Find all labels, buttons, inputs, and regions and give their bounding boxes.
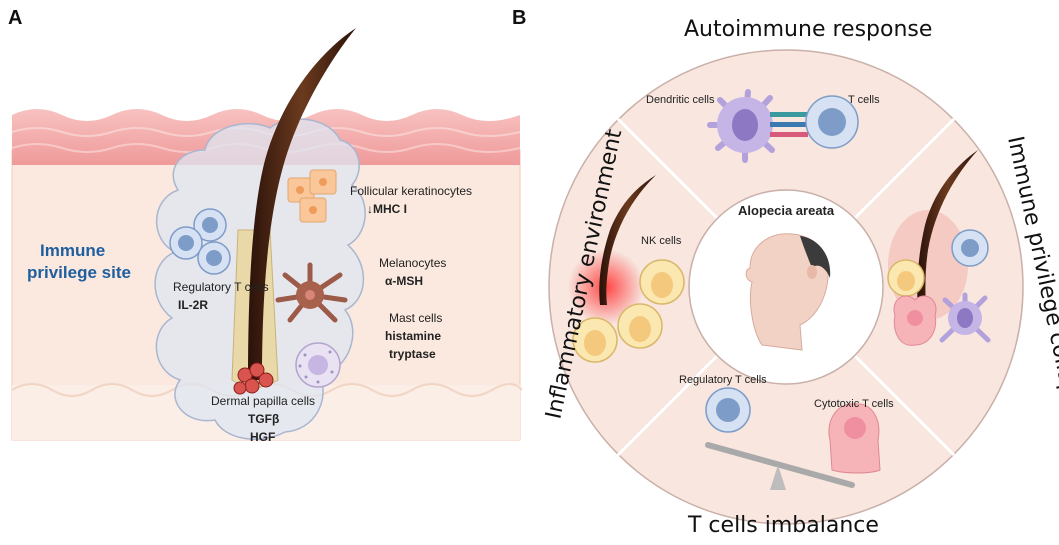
melanocytes-marker: α-MSH	[385, 274, 423, 288]
bottom-arc-label: T cells imbalance	[687, 513, 879, 538]
panel-b: B Alopecia areata	[512, 7, 1059, 538]
mast-label: Mast cells	[389, 311, 442, 325]
papilla-label: Dermal papilla cells	[211, 394, 315, 408]
cytotoxic-label: Cytotoxic T cells	[814, 398, 894, 410]
dendritic-label: Dendritic cells	[646, 94, 715, 106]
treg-marker-a: IL-2R	[178, 298, 208, 312]
dendritic-cell	[707, 89, 775, 163]
hair-shaft	[248, 28, 356, 380]
balance-scale	[705, 442, 855, 490]
mast-cell	[295, 342, 341, 388]
treg-label-b: Regulatory T cells	[679, 374, 767, 386]
keratinocytes-marker: ↓MHC I	[367, 202, 407, 216]
mast-marker1: histamine	[385, 329, 441, 343]
collapse-cluster	[887, 150, 991, 346]
mast-marker2: tryptase	[389, 347, 436, 361]
papilla-marker1: TGFβ	[248, 412, 279, 426]
keratinocyte-cells	[287, 169, 337, 223]
nk-label: NK cells	[641, 235, 682, 247]
t-cell-top	[805, 95, 859, 149]
treg-label-a: Regulatory T cells	[173, 280, 269, 294]
panel-b-letter: B	[512, 7, 526, 29]
receptor-complex	[770, 112, 808, 137]
treg-cells-a	[169, 208, 231, 275]
nk-cells	[572, 259, 685, 363]
melanocytes-label: Melanocytes	[379, 256, 446, 270]
melanocyte-cell	[275, 262, 348, 323]
dermal-papilla	[233, 362, 274, 395]
immune-site-line1: Immune	[40, 241, 105, 260]
ring-dividers	[616, 117, 956, 457]
treg-cell-b	[705, 387, 751, 433]
panel-a-letter: A	[8, 7, 22, 29]
hair-inflamed	[599, 175, 656, 305]
t-cells-label: T cells	[848, 94, 880, 106]
keratinocytes-label: Follicular keratinocytes	[350, 184, 472, 198]
top-arc-label: Autoimmune response	[684, 17, 932, 42]
immune-site-line2: privilege site	[27, 263, 131, 282]
papilla-marker2: HGF	[250, 430, 275, 444]
center-title: Alopecia areata	[738, 203, 835, 218]
cytotoxic-cell	[828, 403, 881, 474]
panel-a: A	[8, 7, 523, 444]
head-silhouette	[745, 233, 831, 351]
